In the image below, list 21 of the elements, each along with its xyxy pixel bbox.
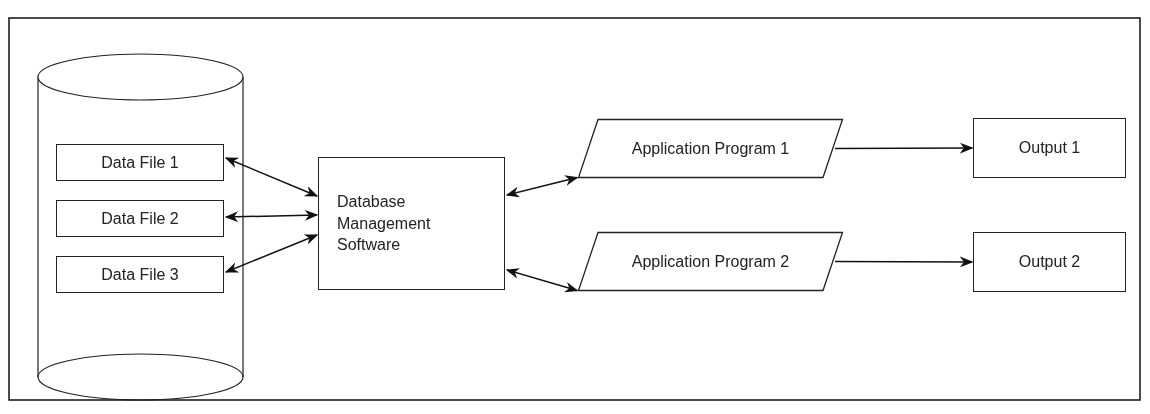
node-label: Output 1 bbox=[1018, 138, 1081, 159]
node-label: Data File 1 bbox=[101, 152, 179, 173]
data-file-box bbox=[56, 144, 224, 181]
node-label: Data File 3 bbox=[101, 264, 179, 285]
arrow bbox=[224, 209, 319, 223]
data-file-box bbox=[56, 256, 224, 293]
arrow bbox=[834, 142, 974, 154]
arrow bbox=[834, 256, 974, 268]
arrow bbox=[224, 234, 319, 273]
node-label: Data File 2 bbox=[101, 208, 179, 229]
node-label: Application Program 2 bbox=[631, 251, 790, 272]
arrow bbox=[505, 268, 579, 293]
process-box bbox=[973, 232, 1126, 292]
data-file-box bbox=[56, 200, 224, 237]
node-label: Application Program 1 bbox=[631, 138, 790, 159]
arrow bbox=[224, 157, 319, 197]
node-label: Database Management Software bbox=[337, 192, 432, 256]
arrow bbox=[505, 175, 579, 198]
process-box bbox=[318, 157, 505, 290]
node-label: Output 2 bbox=[1018, 252, 1081, 273]
process-box bbox=[973, 118, 1126, 178]
